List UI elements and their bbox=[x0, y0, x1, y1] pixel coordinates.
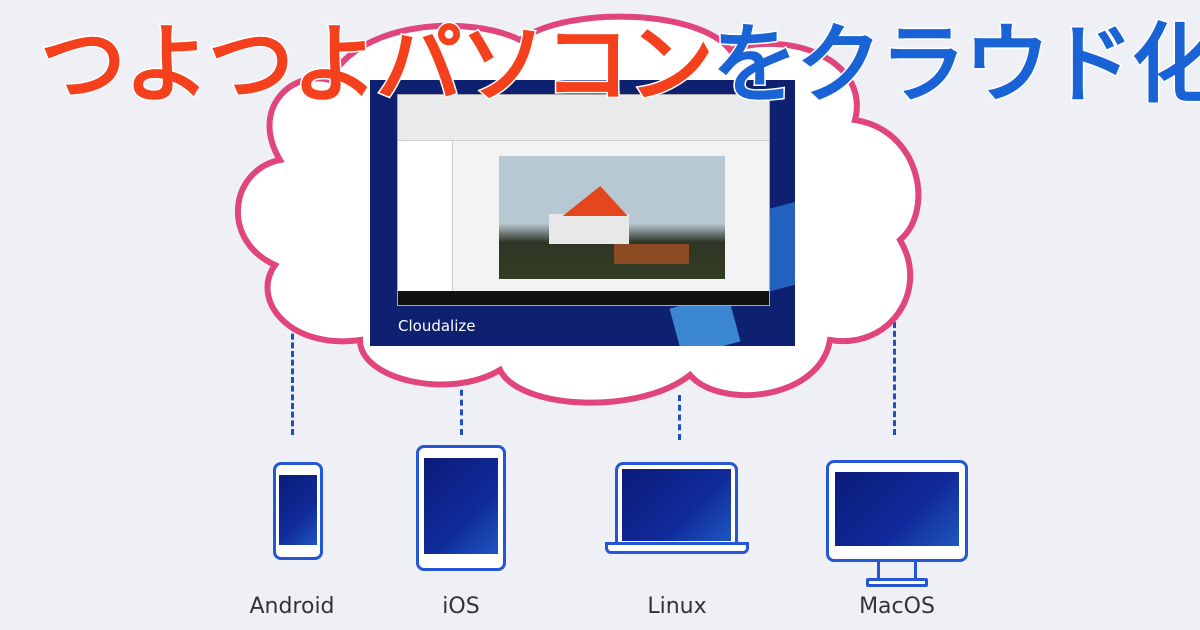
taskbar bbox=[398, 291, 769, 305]
laptop-base bbox=[605, 542, 749, 554]
connector-line bbox=[893, 215, 896, 435]
monitor-stand bbox=[877, 560, 917, 580]
device-label-linux: Linux bbox=[647, 594, 707, 619]
device-label-android: Android bbox=[249, 594, 335, 619]
smartphone-icon bbox=[273, 462, 323, 560]
laptop-icon bbox=[615, 462, 738, 544]
monitor-base bbox=[866, 578, 928, 587]
device-label-macos: MacOS bbox=[859, 594, 935, 619]
tablet-icon bbox=[416, 445, 506, 571]
3d-house-render bbox=[499, 156, 725, 279]
desktop-monitor-icon bbox=[826, 460, 968, 562]
connector-line bbox=[678, 395, 681, 440]
ribbon-toolbar bbox=[398, 95, 769, 141]
properties-panel bbox=[398, 141, 453, 291]
cloudalize-logo: Cloudalize bbox=[398, 317, 476, 335]
connector-line bbox=[460, 380, 463, 435]
device-label-ios: iOS bbox=[442, 594, 480, 619]
remote-desktop-screenshot: Cloudalize bbox=[370, 80, 795, 346]
headline: つよつよパソコンをクラウド化 bbox=[39, 15, 1200, 115]
cad-application-window bbox=[397, 94, 770, 306]
connector-line bbox=[291, 325, 294, 435]
